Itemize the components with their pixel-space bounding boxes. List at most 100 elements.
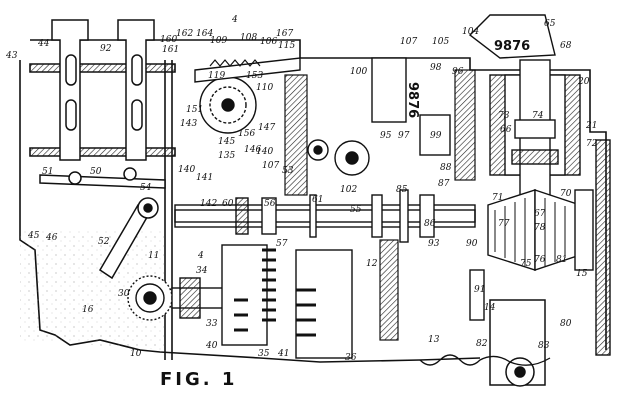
bevel-gear-cluster xyxy=(487,189,594,271)
label-54: 54 xyxy=(140,183,152,193)
label-160: 160 xyxy=(160,35,177,45)
counter-dial-top xyxy=(468,14,556,59)
frame-bar-mid-hatch xyxy=(29,147,176,157)
label-67: 67 xyxy=(534,209,546,219)
side-plate-15 xyxy=(595,139,611,356)
label-53: 53 xyxy=(282,166,294,176)
label-20: 20 xyxy=(577,77,590,87)
label-115: 115 xyxy=(278,41,295,51)
label-52: 52 xyxy=(98,237,110,247)
label-40: 40 xyxy=(205,341,218,351)
label-151: 151 xyxy=(186,105,203,115)
label-98: 98 xyxy=(430,63,442,73)
label-91: 91 xyxy=(474,285,485,295)
label-57: 57 xyxy=(276,239,288,249)
label-36: 36 xyxy=(345,353,357,363)
slide-key-left xyxy=(51,19,89,161)
label-90: 90 xyxy=(466,239,478,249)
label-147: 147 xyxy=(258,123,275,133)
wheel-99 xyxy=(419,114,451,156)
label-70: 70 xyxy=(560,189,572,199)
label-108: 108 xyxy=(240,33,257,43)
label-143: 143 xyxy=(180,119,197,129)
label-140: 140 xyxy=(178,165,195,175)
frame-block-hatched-1 xyxy=(284,74,308,196)
label-93: 93 xyxy=(428,239,440,249)
label-60: 60 xyxy=(222,199,234,209)
label-72: 72 xyxy=(586,139,598,149)
label-66: 66 xyxy=(500,125,512,135)
shaft-30 xyxy=(127,275,233,321)
section-marker-top: 4 xyxy=(231,15,238,25)
label-35: 35 xyxy=(258,349,270,359)
label-104: 104 xyxy=(462,27,479,37)
label-85: 85 xyxy=(396,185,408,195)
label-162: 162 xyxy=(176,29,193,39)
label-135: 135 xyxy=(218,151,235,161)
label-164: 164 xyxy=(196,29,213,39)
counter-drum-side xyxy=(371,57,407,123)
label-16: 16 xyxy=(82,305,94,315)
base-speckle xyxy=(20,230,165,350)
label-86: 86 xyxy=(424,219,436,229)
label-76: 76 xyxy=(534,255,546,265)
label-107-top: 107 xyxy=(400,37,417,47)
label-45: 45 xyxy=(27,231,40,241)
label-109: 109 xyxy=(210,36,227,46)
label-30: 30 xyxy=(118,289,130,299)
label-33: 33 xyxy=(206,319,218,329)
lever-50 xyxy=(39,167,166,189)
label-83: 83 xyxy=(538,341,550,351)
label-87: 87 xyxy=(438,179,450,189)
label-51: 51 xyxy=(42,167,53,177)
label-74: 74 xyxy=(532,111,544,121)
label-44: 44 xyxy=(37,39,50,49)
label-80: 80 xyxy=(560,319,572,329)
label-153: 153 xyxy=(246,71,263,81)
label-55: 55 xyxy=(350,205,362,215)
label-96: 96 xyxy=(452,67,464,77)
label-14: 14 xyxy=(484,303,496,313)
label-110: 110 xyxy=(256,83,273,93)
label-106: 106 xyxy=(260,37,277,47)
label-145: 145 xyxy=(218,137,235,147)
label-119: 119 xyxy=(208,71,225,81)
main-shaft-55 xyxy=(174,189,476,243)
link-52 xyxy=(98,197,159,280)
label-81: 81 xyxy=(556,255,567,265)
lower-break-line xyxy=(419,354,551,366)
label-41: 41 xyxy=(277,349,289,359)
label-71: 71 xyxy=(492,193,503,203)
lever-arm-82 xyxy=(489,299,546,387)
label-146: 146 xyxy=(244,145,261,155)
column-14 xyxy=(469,269,485,321)
label-11: 11 xyxy=(148,251,159,261)
section-marker-mid: 4 xyxy=(197,251,204,261)
pinion-assembly-73 xyxy=(489,59,581,206)
reference-numerals: 44 92 43 51 50 54 45 46 52 11 30 16 10 3… xyxy=(5,19,598,363)
ratchet-wheel-110 xyxy=(194,57,301,134)
label-100: 100 xyxy=(350,67,367,77)
label-12: 12 xyxy=(366,259,378,269)
label-97: 97 xyxy=(398,131,410,141)
label-26: 140 xyxy=(256,147,273,157)
label-42: 92 xyxy=(100,44,112,54)
label-167: 167 xyxy=(276,29,293,39)
counter-digits-top: 9876 xyxy=(494,39,530,54)
label-156: 156 xyxy=(238,129,255,139)
label-102: 102 xyxy=(340,185,357,195)
figure-caption: FIG. 1 xyxy=(160,369,237,390)
label-77: 77 xyxy=(498,219,510,229)
label-43: 43 xyxy=(5,51,18,61)
label-141: 141 xyxy=(196,173,213,183)
label-13: 13 xyxy=(428,335,440,345)
label-34: 34 xyxy=(196,266,208,276)
frame-bar-top-hatch xyxy=(29,63,176,73)
cam-102 xyxy=(307,139,370,176)
label-68: 68 xyxy=(560,41,572,51)
stepped-cam-35 xyxy=(221,244,276,346)
label-95: 95 xyxy=(380,131,392,141)
label-107-mid: 107 xyxy=(262,161,279,171)
label-61: 61 xyxy=(312,195,323,205)
